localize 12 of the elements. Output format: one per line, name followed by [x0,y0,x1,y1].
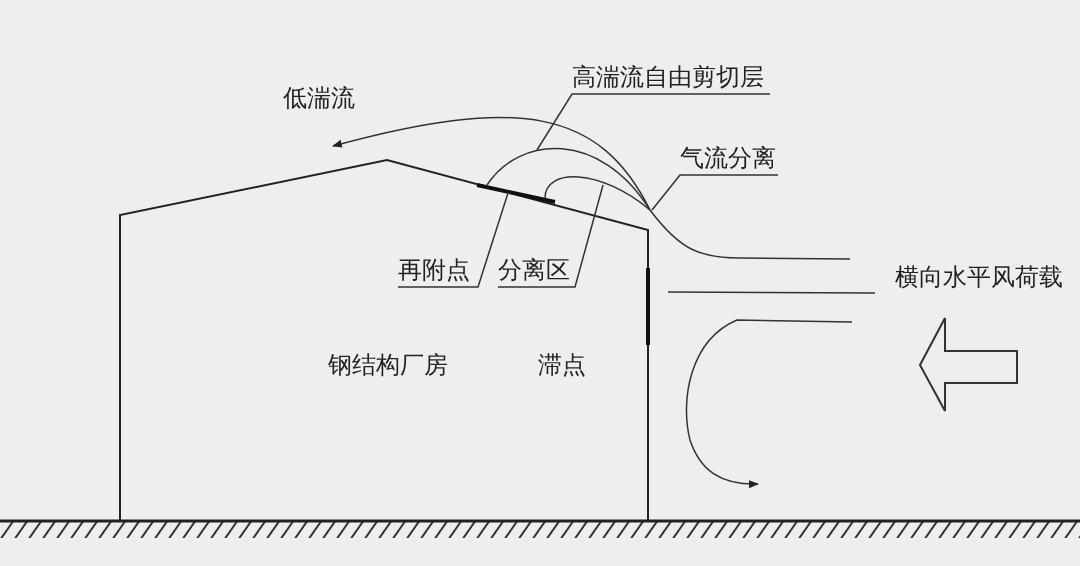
leader-line [497,184,604,288]
wind-load-label: 横向水平风荷载 [895,262,1063,292]
callout-label: 分离区 [498,255,570,285]
leader-line [536,93,771,151]
stagnation-label: 滞点 [538,350,586,380]
callout-label: 高湍流自由剪切层 [572,62,764,92]
callout-label: 再附点 [398,255,470,285]
leader-line [397,192,509,288]
building-label: 钢结构厂房 [328,350,448,380]
flow-label: 低湍流 [283,83,355,113]
callout-label: 气流分离 [680,143,776,173]
leader-line [651,174,779,211]
